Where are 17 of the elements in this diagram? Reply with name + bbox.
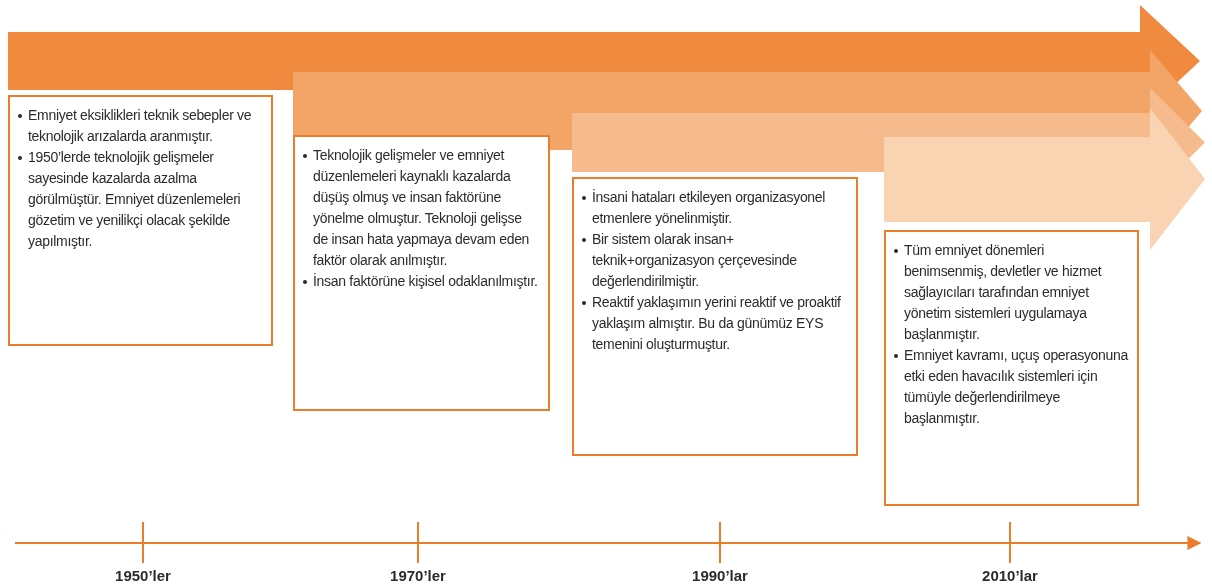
bullet-text: Emniyet eksiklikleri teknik sebepler ve teknolojik arızalarda aranmıştır. <box>28 107 252 144</box>
text-box <box>884 230 1139 506</box>
text-box <box>8 95 273 346</box>
bullet-text: Bir sistem olarak insan+ teknik+organizasyon çerçevesinde değerlendirilmiştir. <box>592 231 797 289</box>
bullet-text: Reaktif yaklaşımın yerini reaktif ve proaktif yaklaşım almıştır. Bu da günümüz EYS temenini oluşturmuştur. <box>592 294 841 352</box>
year-label: 1990’lar <box>692 567 748 584</box>
text-box <box>572 177 858 456</box>
bullet-text: Tüm emniyet dönemleri benimsenmiş, devletler ve hizmet sağlayıcıları tarafından emniyet yönetim sistemleri uygulamaya başlanmıştır. <box>904 242 1102 342</box>
bullet-text: 1950’lerde teknolojik gelişmeler sayesinde kazalarda azalma görülmüştür. Emniyet düzenlemeleri gözetim ve yenilikçi olacak şekilde yapılmıştır. <box>28 149 241 249</box>
bullet-text: İnsan faktörüne kişisel odaklanılmıştır. <box>313 273 538 289</box>
year-label: 1970’ler <box>390 567 446 584</box>
bullet-text: Emniyet kavramı, uçuş operasyonuna etki eden havacılık sistemleri için tümüyle değerlendirilmeye başlanmıştır. <box>904 347 1129 426</box>
bullet-text: İnsani hataları etkileyen organizasyonel etmenlere yönelinmiştir. <box>592 189 826 226</box>
bullet-text: Teknolojik gelişmeler ve emniyet düzenlemeleri kaynaklı kazalarda düşüş olmuş ve insan faktörüne yönelme olmuştur. Teknoloji gelişse de insan hata yapmaya devam eden faktör olarak anılmıştır. <box>313 147 530 268</box>
year-label: 1950’ler <box>115 567 171 584</box>
year-label: 2010’lar <box>982 567 1038 584</box>
text-box <box>293 135 550 411</box>
